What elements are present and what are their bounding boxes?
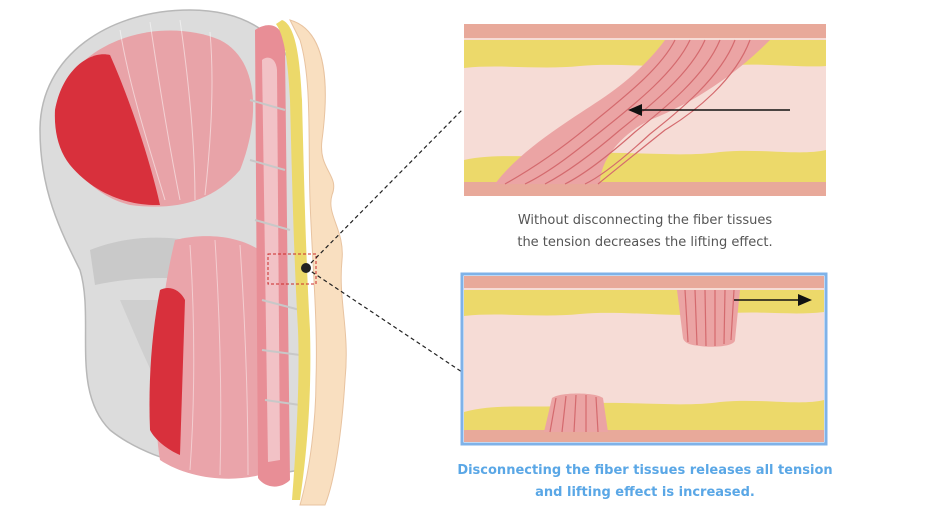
masseter-muscle bbox=[155, 236, 275, 479]
panel-disconnected-fibers bbox=[464, 276, 824, 442]
fiber-stub-lower-strands bbox=[549, 394, 599, 433]
panel-highlight-border bbox=[460, 272, 828, 446]
skin-band-bottom-2 bbox=[464, 430, 824, 442]
head-anatomy-illustration bbox=[39, 9, 347, 506]
caption-disconnected-line2: and lifting effect is increased. bbox=[535, 485, 755, 500]
skin-band-bottom bbox=[464, 182, 826, 196]
skin-band-top bbox=[464, 24, 826, 38]
subcutaneous-fat-layer bbox=[276, 20, 311, 500]
skin-band-top-2 bbox=[464, 276, 824, 288]
skin-layer bbox=[289, 19, 347, 506]
fiber-bundle-connected bbox=[495, 40, 770, 184]
masseter-muscle-dark bbox=[149, 288, 185, 455]
fiber-stub-upper-strands bbox=[684, 289, 735, 347]
callout-line-top bbox=[305, 109, 463, 269]
callout-line-bottom bbox=[305, 267, 463, 373]
caption-connected-line1: Without disconnecting the fiber tissues bbox=[517, 213, 773, 228]
retaining-ligaments bbox=[249, 99, 301, 406]
arrow-left-icon bbox=[628, 104, 642, 116]
caption-connected-line2: the tension decreases the lifting effect… bbox=[517, 235, 773, 250]
fat-band-upper-2 bbox=[464, 290, 824, 316]
caption-disconnected: Disconnecting the fiber tissues releases… bbox=[440, 460, 850, 504]
panel-connected-fibers bbox=[464, 24, 826, 196]
fiber-strands-connected bbox=[504, 39, 751, 185]
temporal-fibers bbox=[119, 19, 213, 201]
temporal-muscle-dark bbox=[54, 54, 160, 206]
caption-connected: Without disconnecting the fiber tissues … bbox=[440, 210, 850, 254]
caption-disconnected-line1: Disconnecting the fiber tissues releases… bbox=[457, 463, 833, 478]
focus-region-box bbox=[267, 253, 317, 285]
masseter-fibers bbox=[189, 239, 249, 476]
fiber-stub-lower bbox=[544, 393, 608, 432]
arrow-right-icon bbox=[798, 294, 812, 306]
fascia-layer-inner bbox=[262, 57, 280, 462]
